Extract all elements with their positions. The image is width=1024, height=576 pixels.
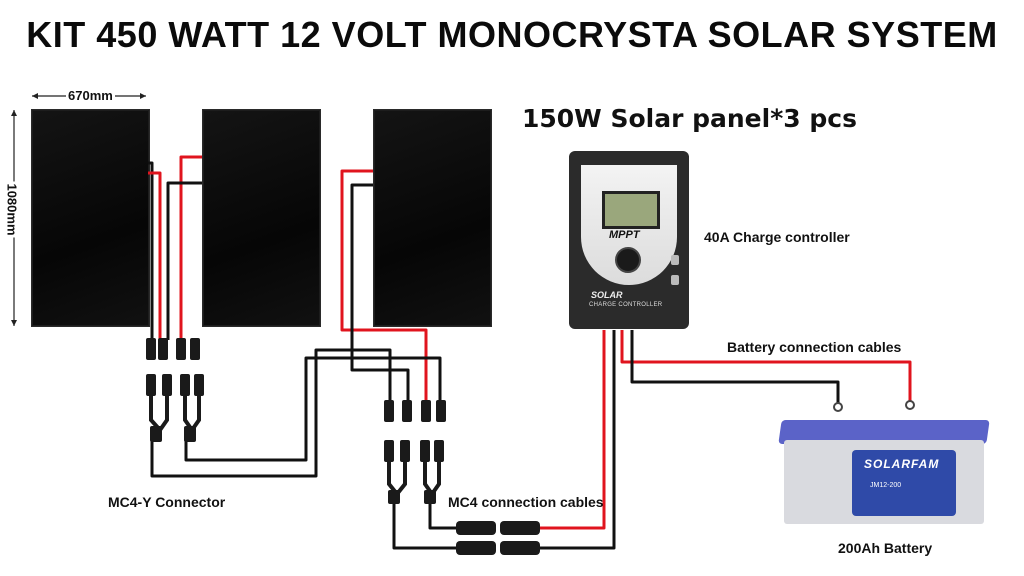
width-dimension: 670mm [66, 88, 115, 103]
mppt-label: MPPT [609, 229, 640, 241]
panel-count-label: 150W Solar panel*3 pcs [522, 104, 857, 133]
solar-panel-1 [31, 109, 150, 327]
controller-label: 40A Charge controller [704, 229, 850, 245]
mc4-y-label: MC4-Y Connector [108, 494, 226, 510]
solar-panel-2 [202, 109, 321, 327]
solar-panel-3 [373, 109, 492, 327]
controller-brand: SOLAR [591, 290, 623, 300]
controller-knob [615, 247, 641, 273]
controller-subtitle: CHARGE CONTROLLER [589, 302, 663, 308]
battery-brand: SOLARFAM [864, 457, 940, 471]
battery: SOLARFAM JM12-200 [778, 412, 990, 524]
usb-port [671, 255, 679, 265]
battery-badge [852, 450, 956, 516]
mc4-cables-label: MC4 connection cables [448, 494, 604, 510]
usb-port [671, 275, 679, 285]
lcd-screen [602, 191, 660, 229]
page-title: KIT 450 WATT 12 VOLT MONOCRYSTA SOLAR SY… [26, 14, 998, 55]
charge-controller: MPPT SOLAR CHARGE CONTROLLER [569, 151, 689, 329]
battery-model: JM12-200 [870, 482, 902, 489]
battery-label: 200Ah Battery [838, 540, 933, 556]
battery-cables-label: Battery connection cables [727, 339, 902, 355]
